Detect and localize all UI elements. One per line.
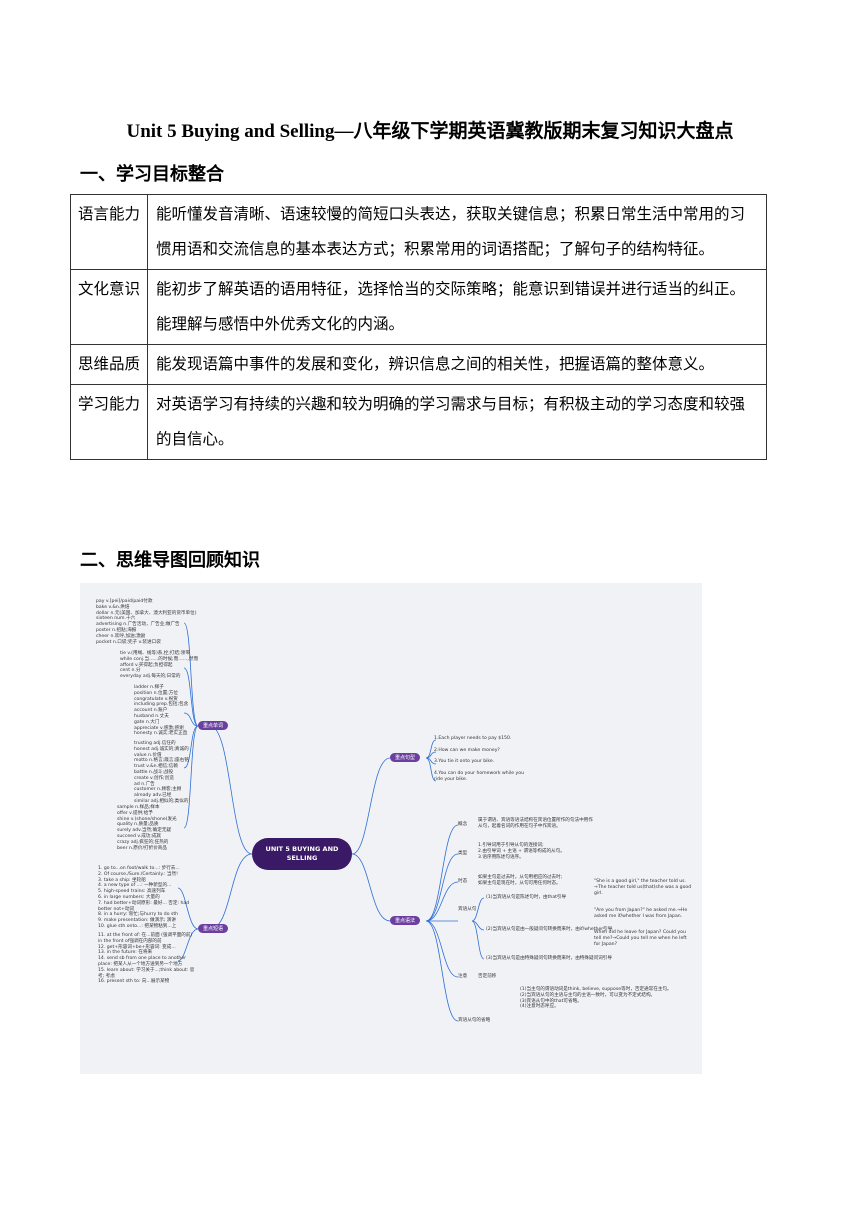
goal-key: 学习能力	[70, 384, 148, 460]
words-group-4: trusting adj.信任的 honest adj.诚实的;真诚的 valu…	[134, 741, 189, 804]
grammar-rule-3: (3)当宾语从句是由特殊疑问句转换而来时，由特殊疑问词引导	[486, 956, 612, 961]
grammar-notice: 注意	[458, 974, 468, 979]
goal-text: 能初步了解英语的语用特征，选择恰当的交际策略；能意识到错误并进行适当的纠正。能理…	[147, 269, 767, 345]
table-row: 学习能力 对英语学习有持续的兴趣和较为明确的学习需求与目标；有积极主动的学习态度…	[70, 384, 767, 460]
goal-key: 思维品质	[70, 344, 148, 385]
grammar-example-3: When did he leave for Japan? Could you t…	[594, 930, 687, 947]
key-words-tag: 重点单词	[198, 721, 229, 730]
grammar-omission: 宾语从句的省略	[458, 1018, 491, 1023]
key-phrases-tag: 重点短语	[198, 924, 229, 933]
section-heading-mindmap: 二、思维导图回顾知识	[80, 550, 260, 571]
phrases-group-2: 11. at the front of: 在...前面 (强调平面的前) in …	[98, 933, 195, 985]
grammar-notice-detail: (1)当主句的谓语动词是think, believe, suppose等时，否定…	[520, 987, 672, 1010]
goal-text: 对英语学习有持续的兴趣和较为明确的学习需求与目标；有积极主动的学习态度和较强的自…	[147, 384, 767, 460]
table-row: 语言能力 能听懂发音清晰、语速较慢的简短口头表达，获取关键信息；积累日常生活中常…	[70, 194, 767, 270]
grammar-rule-2: (2)当宾语从句是由一般疑问句转换而来时，由if/whether引导	[486, 927, 613, 932]
learning-goals-table: 语言能力 能听懂发音清晰、语速较慢的简短口头表达，获取关键信息；积累日常生活中常…	[70, 194, 767, 460]
phrases-group-1: 1. go to...on foot/walk to...: 步行去... 2.…	[98, 866, 190, 929]
grammar-tense-text: 如果主句是过去时，从句用相应的过去时; 如果主句是现在时，从句可用任何时态。	[478, 875, 563, 886]
words-group-3: ladder n.梯子 position n.位置;方位 congratulat…	[134, 685, 189, 737]
goal-key: 语言能力	[70, 194, 148, 270]
grammar-concept-text: 属于谓语、宾语等语法结构在宾语位置所作的句法中用作 从句，起着名词的作用在句子中…	[478, 818, 593, 829]
grammar-tag: 重点语法	[390, 916, 421, 925]
goal-key: 文化意识	[70, 269, 148, 345]
mind-map-image: pay v.[pei]/paid/paid付款 bake v.&n.烘焙 dol…	[80, 583, 702, 1074]
goal-text: 能听懂发音清晰、语速较慢的简短口头表达，获取关键信息；积累日常生活中常用的习惯用…	[147, 194, 767, 270]
mind-map-center: UNIT 5 BUYING AND SELLING	[252, 838, 352, 870]
grammar-rule-1: (1)当宾语从句是陈述句时，由that引导	[486, 895, 567, 900]
words-group-5: sample n.样品;样本 offer v.提供;给予 shine v.(sh…	[117, 805, 177, 851]
sentences-list: 1.Each player needs to pay $150. 2.How c…	[434, 736, 524, 782]
section-heading-goals: 一、学习目标整合	[80, 164, 224, 185]
grammar-example-2: "Are you from Japan?" he asked me.→He as…	[594, 908, 688, 919]
grammar-example-1: "She is a good girl," the teacher told u…	[594, 879, 692, 896]
goal-text: 能发现语篇中事件的发展和变化，辨识信息之间的相关性，把握语篇的整体意义。	[147, 344, 767, 385]
words-group-2: tie v.(用绳、线等)系,拴;打结;领带 while conj.当……的时候…	[120, 651, 199, 680]
document-title: Unit 5 Buying and Selling—八年级下学期英语冀教版期末复…	[126, 121, 734, 142]
grammar-notice-text: 否定前移	[478, 974, 497, 979]
mind-map-connectors	[177, 622, 485, 1022]
words-group-1: pay v.[pei]/paid/paid付款 bake v.&n.烘焙 dol…	[96, 599, 197, 645]
key-sentences-tag: 重点句型	[390, 753, 421, 762]
grammar-concept: 概念	[458, 822, 468, 827]
grammar-tense: 时态	[458, 879, 468, 884]
grammar-type: 类型	[458, 851, 468, 856]
table-row: 文化意识 能初步了解英语的语用特征，选择恰当的交际策略；能意识到错误并进行适当的…	[70, 269, 767, 345]
grammar-object-clause: 宾语从句	[458, 907, 477, 912]
grammar-type-text: 1.引导词用于引导从句的连接词; 2.由引导词 + 主语 + 谓语等构成的从句。…	[478, 843, 565, 860]
table-row: 思维品质 能发现语篇中事件的发展和变化，辨识信息之间的相关性，把握语篇的整体意义…	[70, 344, 767, 385]
